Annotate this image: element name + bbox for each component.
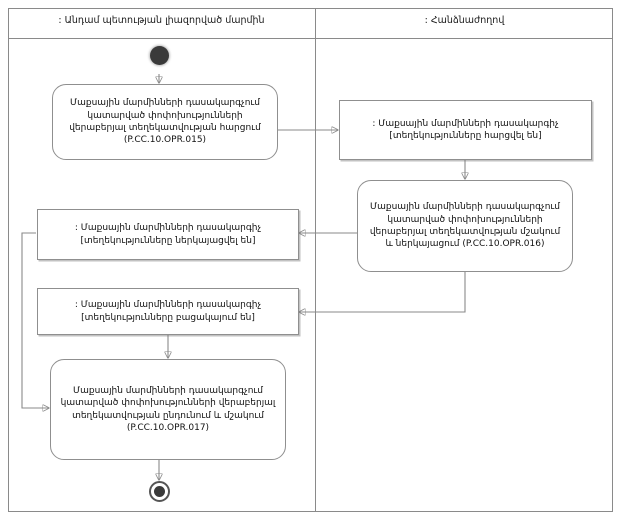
final-node — [149, 481, 170, 502]
activity-015-label: Մաքսային մարմինների դասակարգչում կատարվա… — [69, 98, 261, 146]
object-absent-label: : Մաքսային մարմինների դասակարգիչ [տեղեկո… — [74, 300, 262, 323]
activity-process-and-submit-information[interactable]: Մաքսային մարմինների դասակարգչում կատարվա… — [357, 180, 573, 272]
activity-016-label: Մաքսային մարմինների դասակարգչում կատարվա… — [369, 202, 561, 250]
swimlane-header-commission: : Հանձնաժողով — [424, 15, 505, 26]
object-node-information-requested[interactable]: : Մաքսային մարմինների դասակարգիչ [տեղեկո… — [339, 100, 592, 160]
activity-017-label: Մաքսային մարմինների դասակարգչում կատարվա… — [60, 385, 276, 433]
initial-node — [150, 46, 169, 65]
swimlane-header-divider — [8, 38, 613, 39]
activity-receive-and-process-information[interactable]: Մաքսային մարմինների դասակարգչում կատարվա… — [50, 359, 286, 460]
swimlane-header-member-state: : Անդամ պետության լիազորված մարմին — [58, 15, 265, 26]
swimlane-vertical-divider — [315, 8, 316, 512]
activity-request-classifier-changes[interactable]: Մաքսային մարմինների դասակարգչում կատարվա… — [52, 84, 278, 160]
object-node-information-absent[interactable]: : Մաքսային մարմինների դասակարգիչ [տեղեկո… — [37, 288, 299, 335]
object-node-information-presented[interactable]: : Մաքսային մարմինների դասակարգիչ [տեղեկո… — [37, 209, 299, 260]
object-requested-label: : Մաքսային մարմինների դասակարգիչ [տեղեկո… — [372, 118, 559, 141]
object-presented-label: : Մաքսային մարմինների դասակարգիչ [տեղեկո… — [74, 223, 262, 246]
